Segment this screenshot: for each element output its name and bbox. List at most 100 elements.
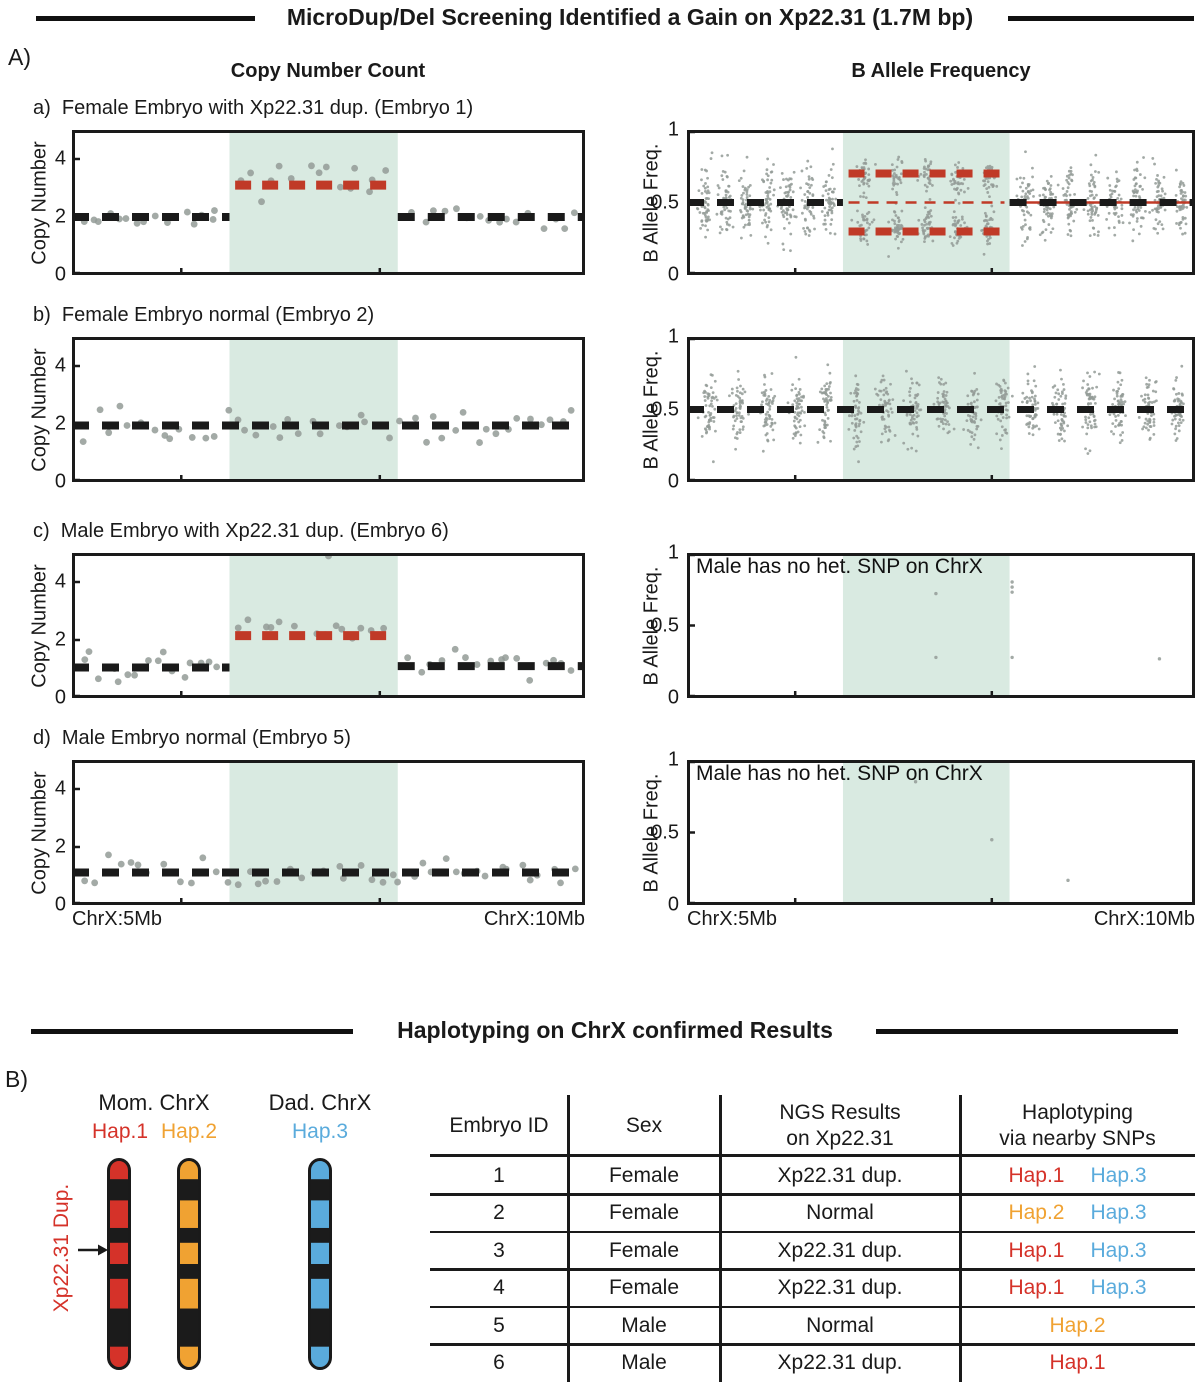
y-tick-label: 4 [54,354,66,377]
cn-plot-svg-c [72,552,585,698]
chromosome-Hap.1 [107,1158,131,1370]
y-tick-label: 0.5 [651,614,679,636]
table-header-1: Sex [625,1113,663,1137]
dup-arrow-icon [78,1244,108,1256]
baf-plot-b [687,337,1195,482]
table-vline-0 [566,1095,570,1382]
baf-plot-svg-d [687,760,1195,905]
table-cell-5-0: 6 [493,1351,505,1375]
header-rule-left [36,16,255,21]
baf-plot-c: Male has no het. SNP on ChrX [687,553,1195,698]
hap-value: Hap.3 [1090,1163,1147,1187]
hap-value: Hap.2 [1049,1313,1106,1337]
section2-rule-left [31,1029,353,1034]
table-cell-2-haps: Hap.1 Hap.3 [960,1232,1195,1270]
column-title-copy-number: Copy Number Count [230,60,426,82]
y-tick-label: 2 [54,628,66,651]
mom-chrx-label: Mom. ChrX [98,1090,210,1115]
table-cell-0-2: Xp22.31 dup. [777,1163,903,1187]
baf-plot-svg-b [687,337,1195,482]
table-cell-5-2: Xp22.31 dup. [777,1351,903,1375]
y-tick-label: 2 [54,835,66,858]
table-cell-1-1: Female [608,1201,680,1225]
y-tick-label: 0.5 [651,398,679,420]
hap-value: Hap.3 [1090,1238,1147,1262]
y-tick-label: 4 [54,147,66,170]
cn-plot-svg-a [72,130,585,275]
x-axis-label-right-cn: ChrX:10Mb [483,908,585,930]
section2-rule-right [876,1029,1178,1034]
y-tick-label: 4 [54,777,66,800]
y-tick-label: 0.5 [651,191,679,213]
cn-plot-svg-b [72,337,585,482]
table-header-2: NGS Results on Xp22.31 [779,1100,901,1150]
table-cell-4-1: Male [621,1313,667,1337]
row-label-c: c) Male Embryo with Xp22.31 dup. (Embryo… [33,520,449,542]
table-cell-4-haps: Hap.2 [960,1307,1195,1345]
table-cell-3-2: Xp22.31 dup. [777,1276,903,1300]
table-vline-2 [958,1095,962,1382]
table-row-rule-3 [430,1268,1195,1271]
cn-axis-label: Copy Number [28,140,51,265]
cn-plot-b [72,337,585,482]
table-cell-5-haps: Hap.1 [960,1345,1195,1382]
row-label-a: a) Female Embryo with Xp22.31 dup. (Embr… [33,97,474,119]
baf-axis-label: B Allele Freq. [640,143,663,262]
table-cell-3-0: 4 [493,1276,505,1300]
table-cell-0-haps: Hap.1 Hap.3 [960,1157,1195,1195]
table-cell-0-1: Female [608,1163,680,1187]
cn-axis-label: Copy Number [28,770,51,895]
y-tick-label: 0 [54,263,66,286]
y-tick-label: 1 [667,748,679,771]
panel-b-label: B) [5,1066,28,1092]
hap-value: Hap.2 [1008,1201,1065,1225]
table-cell-1-haps: Hap.2 Hap.3 [960,1195,1195,1233]
hap-value: Hap.1 [1008,1163,1065,1187]
y-tick-label: 1 [667,325,679,348]
cn-plot-a [72,130,585,275]
table-row-rule-2 [430,1230,1195,1233]
table-cell-2-0: 3 [493,1238,505,1262]
hap-value: Hap.1 [1008,1238,1065,1262]
y-tick-label: 0 [54,686,66,709]
y-tick-label: 1 [667,541,679,564]
hap2-label: Hap.2 [160,1120,218,1143]
table-cell-2-1: Female [608,1238,680,1262]
hap-value: Hap.3 [1090,1201,1147,1225]
y-tick-label: 1 [667,118,679,141]
cn-plot-svg-d [72,760,585,905]
table-cell-2-2: Xp22.31 dup. [777,1238,903,1262]
cn-plot-d [72,760,585,905]
baf-plot-a [687,130,1195,275]
no-het-snp-text: Male has no het. SNP on ChrX [696,762,983,785]
table-cell-0-0: 1 [493,1163,505,1187]
table-header-3: Haplotyping via nearby SNPs [999,1100,1156,1150]
dad-chrx-label: Dad. ChrX [268,1090,372,1115]
chromosome-Hap.2 [177,1158,201,1370]
table-cell-5-1: Male [621,1351,667,1375]
baf-plot-svg-c [687,553,1195,698]
hap-value: Hap.1 [1008,1276,1065,1300]
cn-axis-label: Copy Number [28,563,51,688]
table-cell-1-0: 2 [493,1201,505,1225]
column-title-baf: B Allele Frequency [851,60,1031,82]
hap-value: Hap.3 [1090,1276,1147,1300]
chromosome-Hap.3 [308,1158,332,1370]
table-cell-4-2: Normal [806,1313,874,1337]
table-cell-4-0: 5 [493,1313,505,1337]
table-vline-1 [718,1095,722,1382]
y-tick-label: 2 [54,205,66,228]
table-cell-1-2: Normal [806,1201,874,1225]
baf-axis-label: B Allele Freq. [640,350,663,469]
panel-a-label: A) [8,44,31,70]
baf-axis-label: B Allele Freq. [640,566,663,685]
hap-value: Hap.1 [1049,1351,1106,1375]
table-cell-3-haps: Hap.1 Hap.3 [960,1270,1195,1308]
table-header-rule [430,1153,1195,1157]
y-tick-label: 0.5 [651,821,679,843]
section2-title: Haplotyping on ChrX confirmed Results [397,1017,833,1043]
y-tick-label: 4 [54,570,66,593]
baf-plot-svg-a [687,130,1195,275]
figure-title: MicroDup/Del Screening Identified a Gain… [286,4,974,30]
